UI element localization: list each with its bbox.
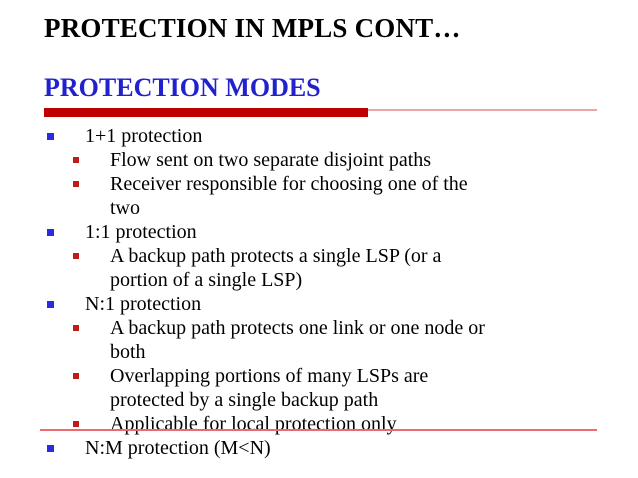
- accent-thin-line: [366, 109, 597, 111]
- bullet-square-blue-icon: [47, 445, 54, 452]
- slide-subtitle: PROTECTION MODES: [44, 73, 321, 102]
- footer-divider-line: [40, 429, 597, 431]
- bullet-text: N:M protection (M<N): [85, 437, 271, 459]
- bullet-square-blue-icon: [47, 229, 54, 236]
- bullet-text: N:1 protection: [85, 293, 202, 315]
- bullet-text: Overlapping portions of many LSPs are pr…: [110, 365, 429, 411]
- list-item: Overlapping portions of many LSPs are pr…: [0, 364, 638, 412]
- bullet-square-blue-icon: [47, 301, 54, 308]
- list-item: Flow sent on two separate disjoint paths: [0, 148, 638, 172]
- list-item: N:1 protection: [0, 292, 638, 316]
- bullet-square-red-icon: [73, 325, 79, 331]
- bullet-square-red-icon: [73, 253, 79, 259]
- bullet-square-red-icon: [73, 421, 79, 427]
- bullet-text: A backup path protects a single LSP (or …: [110, 245, 442, 291]
- list-item: A backup path protects one link or one n…: [0, 316, 638, 364]
- slide-title: PROTECTION IN MPLS CONT…: [44, 13, 461, 43]
- accent-bar: [44, 108, 368, 117]
- bullet-text: Flow sent on two separate disjoint paths: [110, 149, 432, 171]
- bullet-text: Applicable for local protection only: [110, 413, 397, 435]
- list-item: 1:1 protection: [0, 220, 638, 244]
- list-item: Applicable for local protection only: [0, 412, 638, 436]
- list-item: N:M protection (M<N): [0, 436, 638, 460]
- list-item: A backup path protects a single LSP (or …: [0, 244, 638, 292]
- bullet-square-red-icon: [73, 181, 79, 187]
- bullet-square-blue-icon: [47, 133, 54, 140]
- bullet-text: Receiver responsible for choosing one of…: [110, 173, 468, 219]
- bullet-square-red-icon: [73, 157, 79, 163]
- bullet-square-red-icon: [73, 373, 79, 379]
- bullet-text: 1:1 protection: [85, 221, 197, 243]
- list-item: Receiver responsible for choosing one of…: [0, 172, 638, 220]
- list-item: 1+1 protection: [0, 124, 638, 148]
- bullet-text: A backup path protects one link or one n…: [110, 317, 485, 363]
- bullet-text: 1+1 protection: [85, 125, 203, 147]
